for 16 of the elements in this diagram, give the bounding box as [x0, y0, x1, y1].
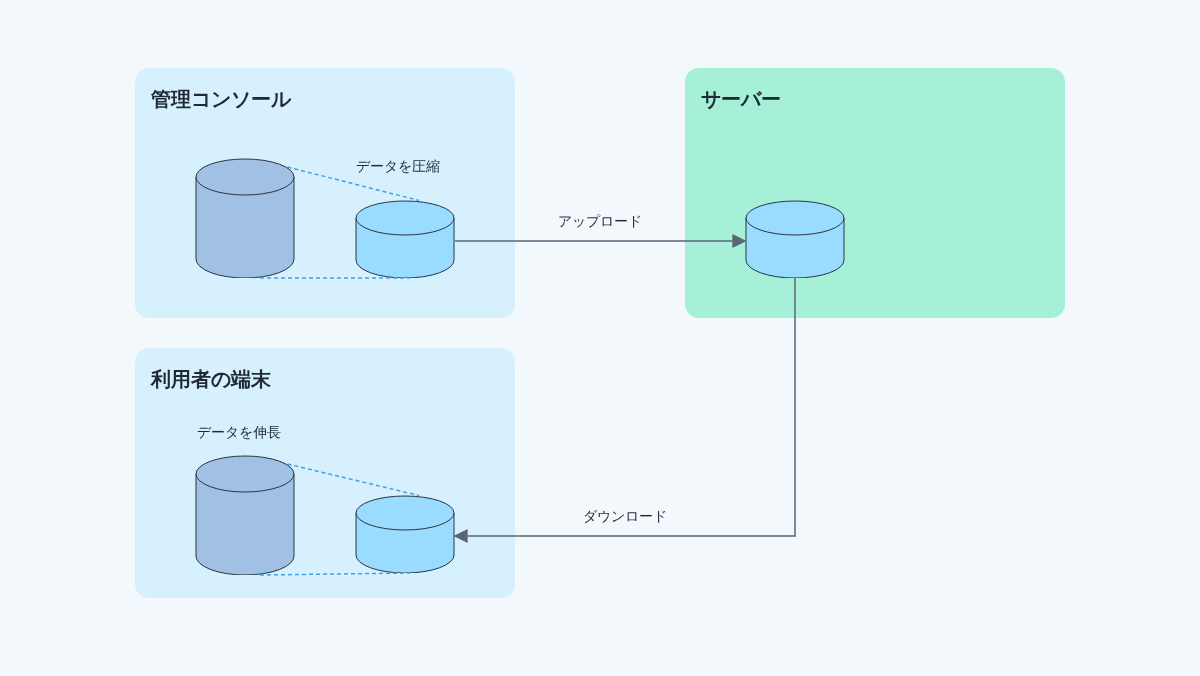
- panel-title: サーバー: [701, 86, 781, 113]
- step-label: データを伸長: [197, 424, 281, 442]
- panel-title: 管理コンソール: [151, 86, 291, 113]
- dashed-line: [286, 166, 420, 202]
- group-panel: [685, 68, 1065, 318]
- group-panel: [135, 348, 515, 598]
- step-label: データを圧縮: [356, 158, 440, 176]
- dashed-line: [259, 277, 411, 279]
- edge-label: アップロード: [556, 213, 644, 231]
- dashed-line: [286, 463, 420, 497]
- arrow: [454, 234, 747, 248]
- dashed-line: [259, 572, 411, 576]
- arrow: [453, 277, 796, 543]
- panel-title: 利用者の端末: [151, 366, 271, 393]
- edge-label: ダウンロード: [581, 508, 669, 526]
- group-panel: [135, 68, 515, 318]
